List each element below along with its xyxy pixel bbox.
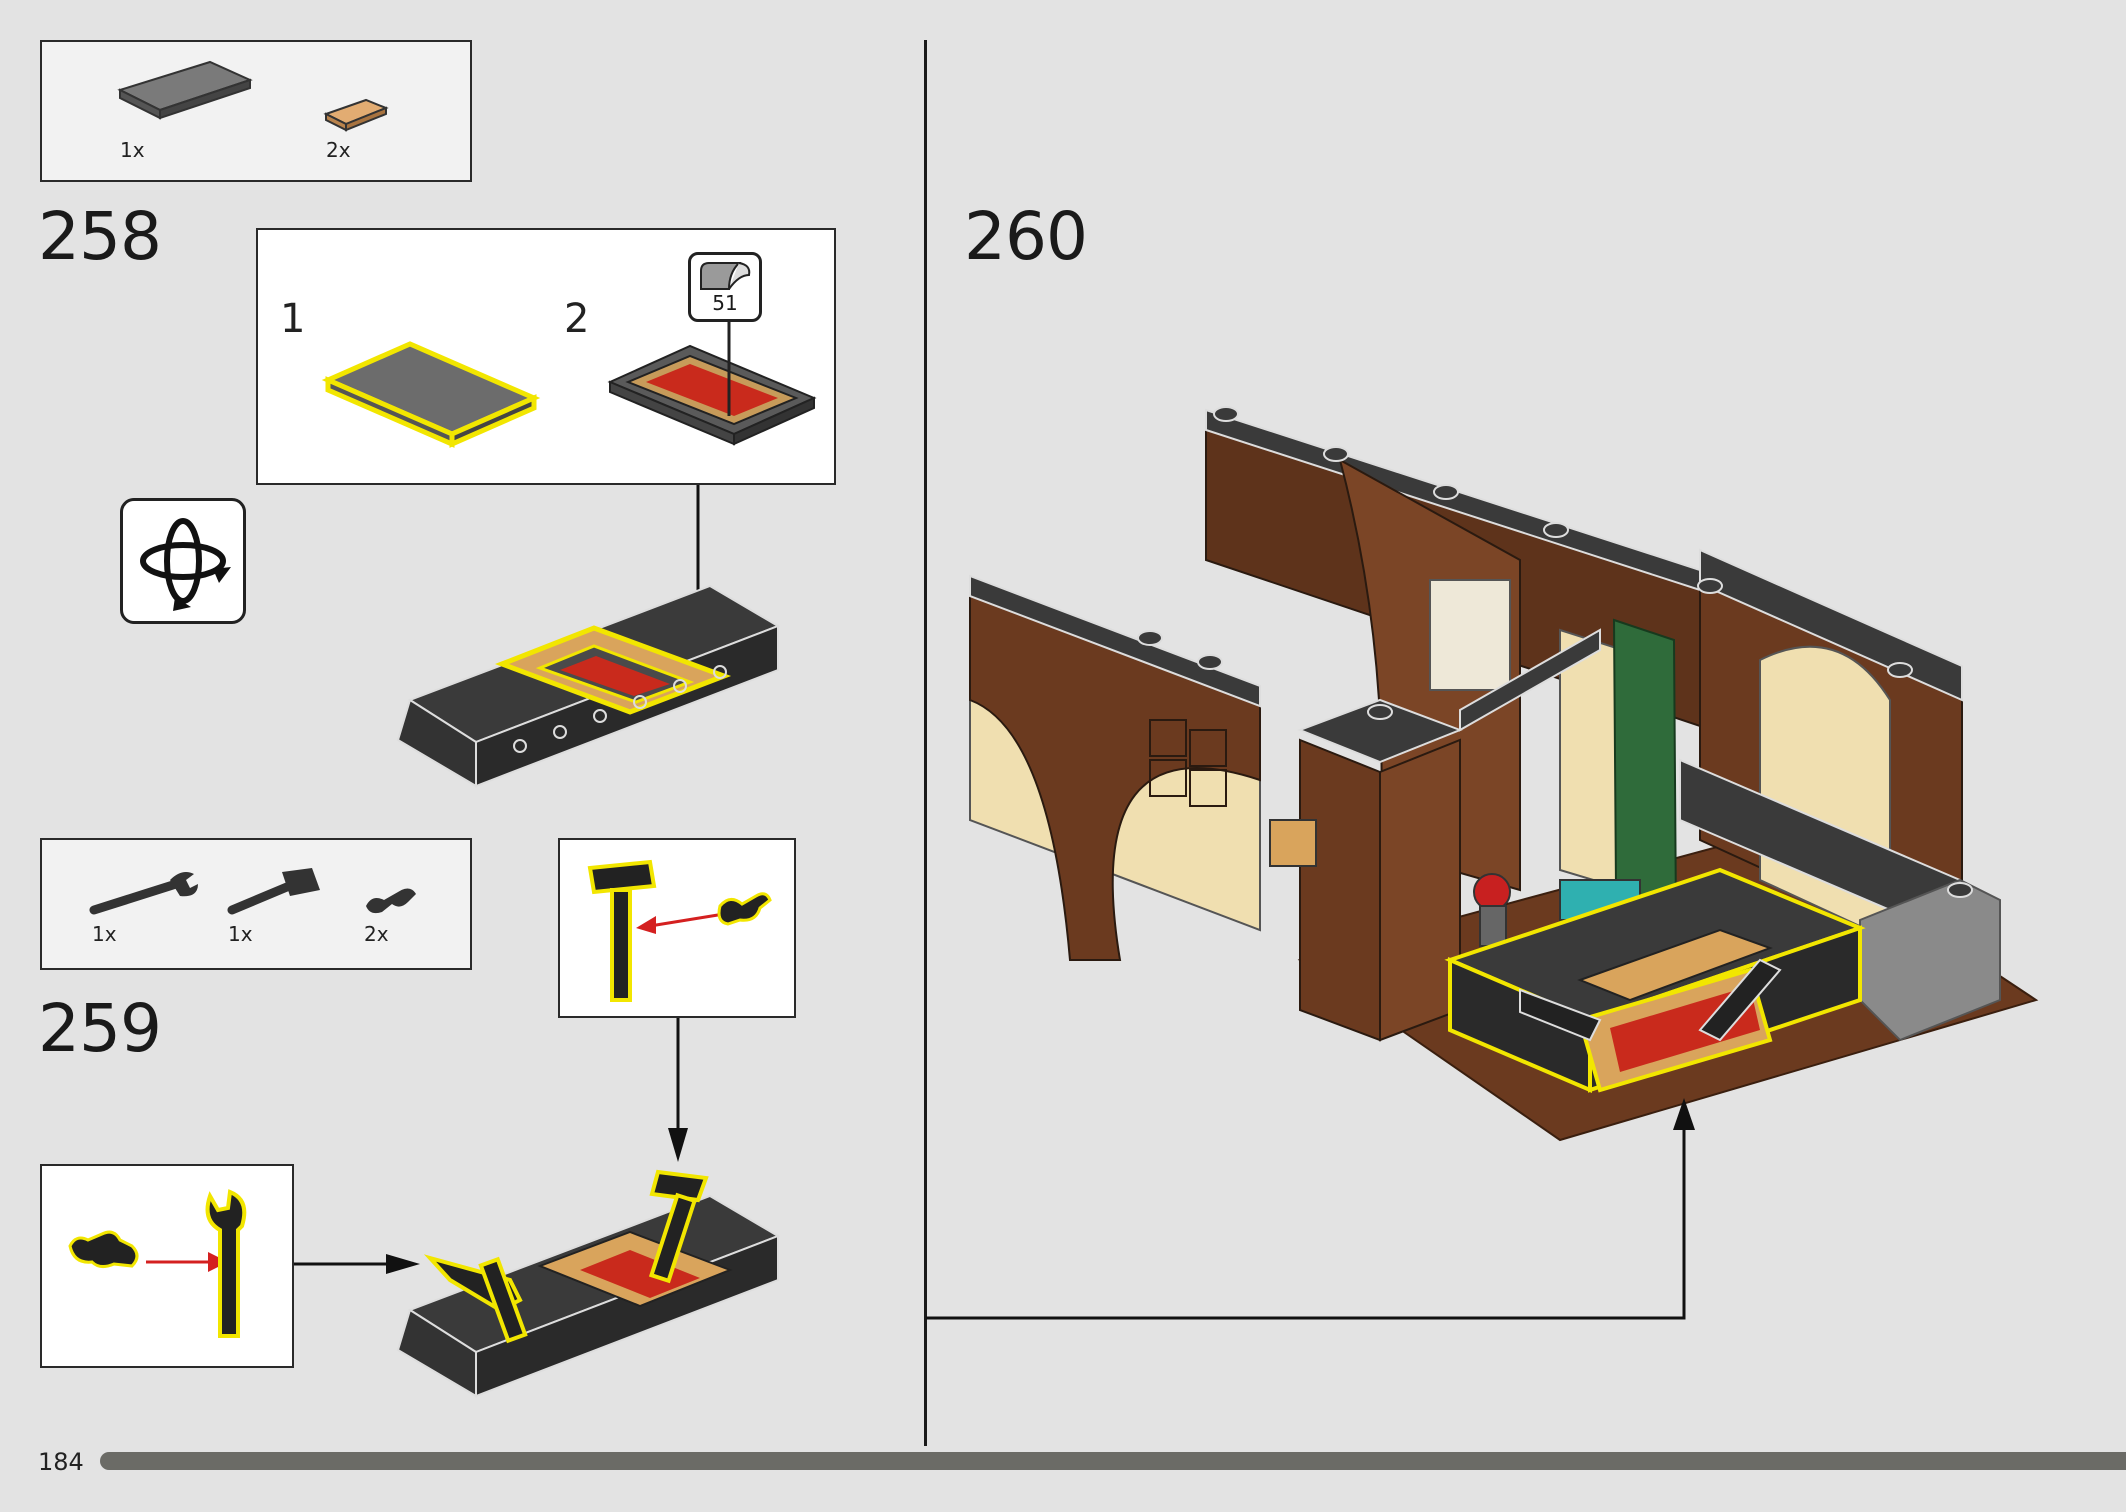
clip-part <box>366 888 416 914</box>
parts-list-258: 1x 2x <box>40 40 472 182</box>
tile-highlighted <box>321 341 541 448</box>
wrench-part <box>89 872 198 915</box>
rotate-arrows-icon <box>140 518 231 611</box>
connector-arrow <box>926 1098 1695 1320</box>
step258-model <box>396 584 781 788</box>
wrench-with-clip <box>68 1189 247 1338</box>
step260-model <box>969 406 2039 1142</box>
substep-label: 2 <box>564 296 590 342</box>
part-qty: 1x <box>228 922 253 946</box>
sticker-badge: 51 <box>688 252 762 322</box>
progress-bar <box>100 1452 2126 1470</box>
step-number: 259 <box>38 990 162 1067</box>
part-qty: 2x <box>326 138 351 162</box>
assembly-arrow <box>294 1254 420 1274</box>
part-qty: 2x <box>364 922 389 946</box>
step-number: 260 <box>964 198 1088 275</box>
step259-model <box>396 1169 781 1398</box>
page-number: 184 <box>38 1448 84 1476</box>
tile-tan-part <box>323 98 389 132</box>
substep-callout-hammer <box>558 838 796 1018</box>
column-divider <box>924 40 927 1446</box>
hammer-part <box>227 868 320 915</box>
substep-label: 1 <box>280 296 306 342</box>
tile-dark-grey-part <box>117 60 253 120</box>
substep-callout-wrench <box>40 1164 294 1368</box>
sticker-line <box>727 320 731 416</box>
hammer-with-clip <box>587 859 772 1002</box>
sticker-icon <box>700 262 751 290</box>
assembly-arrow <box>668 1018 688 1162</box>
sticker-number: 51 <box>712 291 738 315</box>
part-qty: 1x <box>120 138 145 162</box>
rotate-model-icon <box>120 498 246 624</box>
parts-list-259: 1x 1x 2x <box>40 838 472 970</box>
substep-callout-258: 1 2 51 <box>256 228 836 485</box>
step-number: 258 <box>38 198 162 275</box>
tile-with-sticker <box>607 344 817 446</box>
part-qty: 1x <box>92 922 117 946</box>
